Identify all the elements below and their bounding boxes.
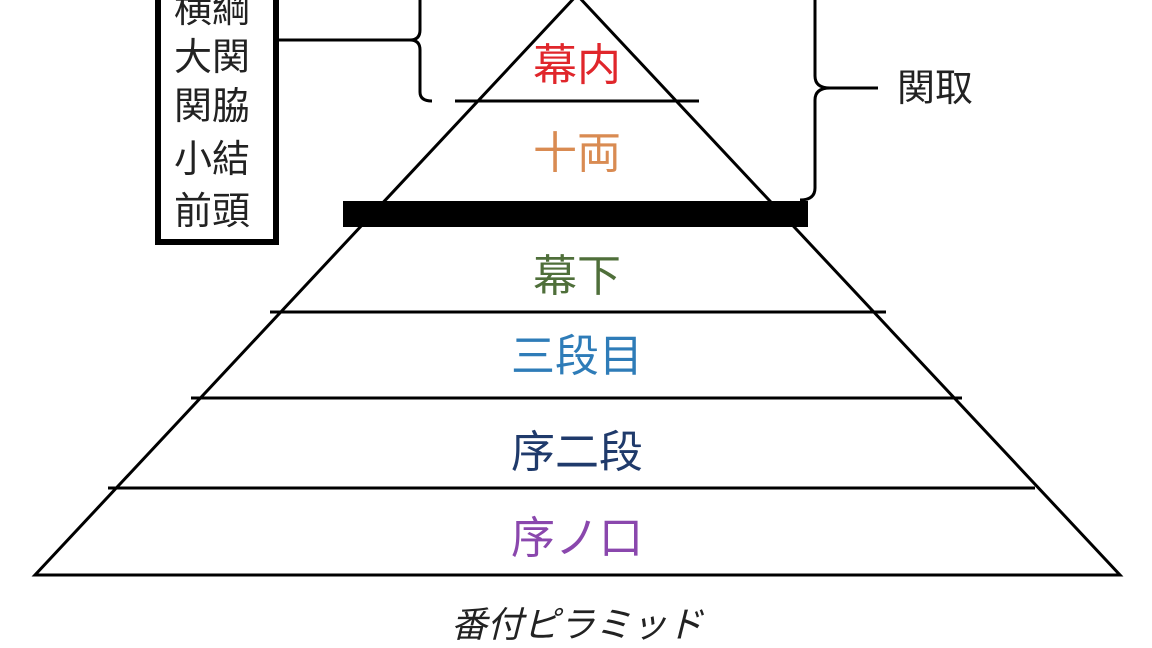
diagram-caption: 番付ピラミッド [451, 605, 704, 646]
sekitori-bracket [799, 0, 878, 202]
rank-komusubi: 小結 [174, 137, 250, 181]
tier-makuuchi: 幕内 [533, 40, 621, 91]
tier-jonokuchi: 序ノ口 [511, 513, 643, 564]
rank-maegashira: 前頭 [174, 189, 250, 233]
makuuchi-bracket [278, 0, 433, 103]
tier-sandanme: 三段目 [511, 331, 643, 382]
rank-yokozuna: 横綱 [174, 0, 250, 31]
sekitori-label: 関取 [897, 66, 973, 110]
rank-sekiwake: 関脇 [174, 84, 250, 128]
pyramid-outline [31, 0, 1124, 577]
sekitori-divider-bar [343, 201, 808, 227]
makuuchi-ranks-box [155, 0, 279, 245]
tier-makushita: 幕下 [533, 251, 621, 302]
tier-juryo: 十両 [533, 128, 621, 179]
tier-jonidan: 序二段 [511, 427, 643, 478]
rank-ozeki: 大関 [174, 35, 250, 79]
